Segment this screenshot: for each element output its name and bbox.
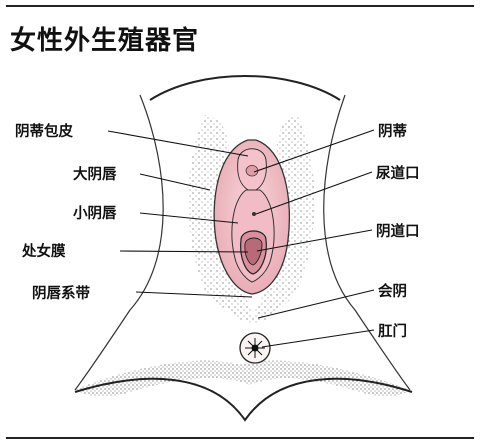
leader-hymen [119, 250, 249, 253]
label-urethral-opening: 尿道口 [376, 164, 420, 182]
perineum-stipple [225, 300, 282, 323]
leader-vaginal [256, 229, 373, 252]
leader-urethral [255, 171, 373, 215]
label-labia-minora: 小阴唇 [73, 205, 117, 222]
page-title: 女性外生殖器官 [10, 26, 200, 56]
bottom-rule [6, 437, 474, 439]
label-vaginal-opening: 阴道口 [376, 222, 420, 240]
abdomen-outline [149, 75, 341, 101]
left-thigh-outline [74, 94, 164, 391]
top-rule [6, 5, 474, 7]
hymen-ring [244, 237, 263, 266]
lower-stipple [75, 360, 410, 397]
label-anus: 肛门 [378, 322, 407, 340]
label-hymen: 处女膜 [21, 242, 66, 260]
clitoris [245, 165, 259, 177]
leader-labia-majora [139, 173, 211, 191]
urethral-opening-mark [252, 212, 256, 216]
label-perineum: 会阴 [378, 282, 407, 300]
right-thigh-outline [323, 94, 411, 391]
label-clitoral-hood: 阴蒂包皮 [15, 122, 73, 140]
label-frenulum: 阴唇系带 [32, 285, 90, 302]
label-clitoris: 阴蒂 [378, 122, 407, 140]
buttock-outline [74, 377, 413, 422]
label-labia-majora: 大阴唇 [73, 165, 117, 183]
leader-perineum [257, 289, 375, 319]
leader-labia-minora [139, 212, 239, 224]
leader-clitoral-hood [107, 130, 249, 157]
leader-clitoris [253, 129, 375, 173]
leader-anus [261, 329, 375, 348]
leader-frenulum [135, 291, 253, 298]
